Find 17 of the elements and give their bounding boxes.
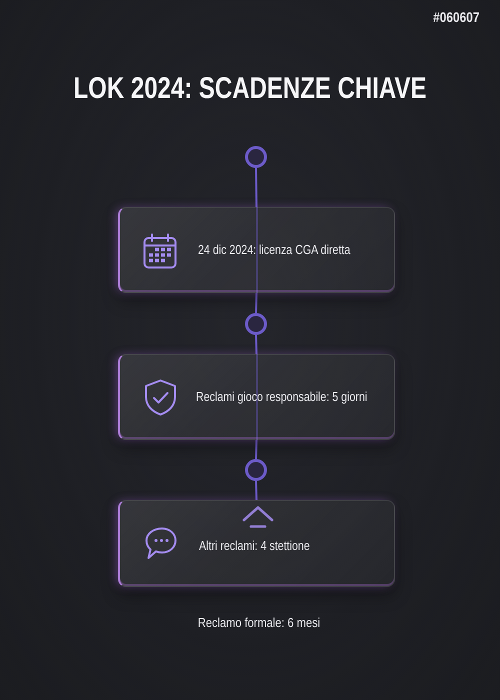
timeline-circle [245,459,267,481]
timeline-circle [245,313,267,335]
timeline-line [255,292,258,314]
card-text: Reclami gioco responsabile: 5 giorni [196,389,368,405]
timeline-card [118,207,395,293]
note-text: Reclamo formale: 6 mesi [198,615,320,631]
card-text: Altri reclami: 4 stettione [199,538,310,554]
card-text: 24 dic 2024: licenza CGA diretta [198,242,350,258]
timeline-line [255,334,258,354]
code-text: #060607 [434,9,480,26]
timeline-card [118,354,395,440]
timeline-circle [245,146,267,168]
timeline-line [255,480,258,500]
timeline-line [255,168,258,208]
timeline-line [255,440,258,460]
timeline-card [118,500,395,587]
title: LOK 2024: SCADENZE CHIAVE [74,72,426,106]
